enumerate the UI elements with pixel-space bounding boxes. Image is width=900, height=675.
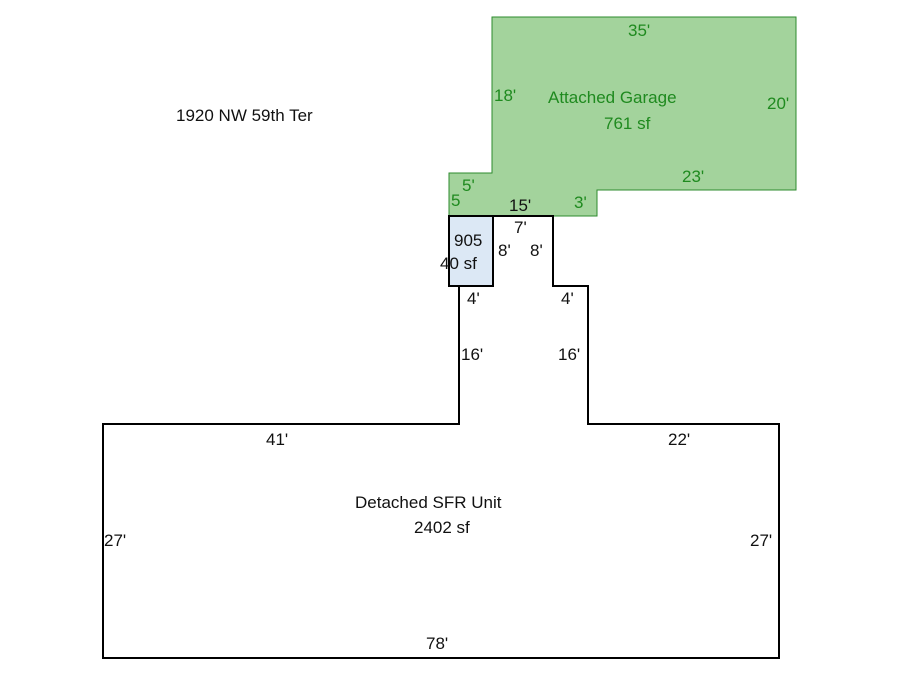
dim-garage-lower-right: 23'	[682, 167, 705, 186]
dim-garage-left: 18'	[494, 86, 517, 105]
dim-right: 27'	[750, 531, 773, 550]
dim-right-step: 4'	[561, 289, 574, 308]
house-area: 2402 sf	[414, 518, 470, 537]
dim-left-stem: 16'	[461, 345, 484, 364]
porch-code: 905	[454, 231, 483, 250]
dim-bottom: 78'	[426, 634, 449, 653]
porch-area: 40 sf	[440, 254, 477, 273]
house-outline	[102, 215, 780, 659]
garage-shape	[448, 16, 797, 217]
dim-neck-right: 8'	[530, 241, 543, 260]
dim-garage-step: 3'	[574, 193, 587, 212]
dim-left-step: 4'	[467, 289, 480, 308]
dim-garage-small-top: 5'	[462, 176, 475, 195]
dim-neck-top: 7'	[514, 218, 527, 237]
address-label: 1920 NW 59th Ter	[176, 106, 313, 125]
dim-garage-right: 20'	[767, 94, 790, 113]
dim-garage-small-left: 5	[451, 191, 461, 210]
dim-neck-left: 8'	[498, 241, 511, 260]
garage-area: 761 sf	[604, 114, 651, 133]
dim-garage-bottom: 15'	[509, 196, 532, 215]
dim-right-stem: 16'	[558, 345, 581, 364]
dim-top-right: 22'	[668, 430, 691, 449]
dim-left: 27'	[104, 531, 127, 550]
garage-name: Attached Garage	[548, 88, 677, 107]
house-name: Detached SFR Unit	[355, 493, 502, 512]
dim-garage-top: 35'	[628, 21, 651, 40]
dim-top-left: 41'	[266, 430, 289, 449]
porch-shape	[448, 215, 494, 287]
